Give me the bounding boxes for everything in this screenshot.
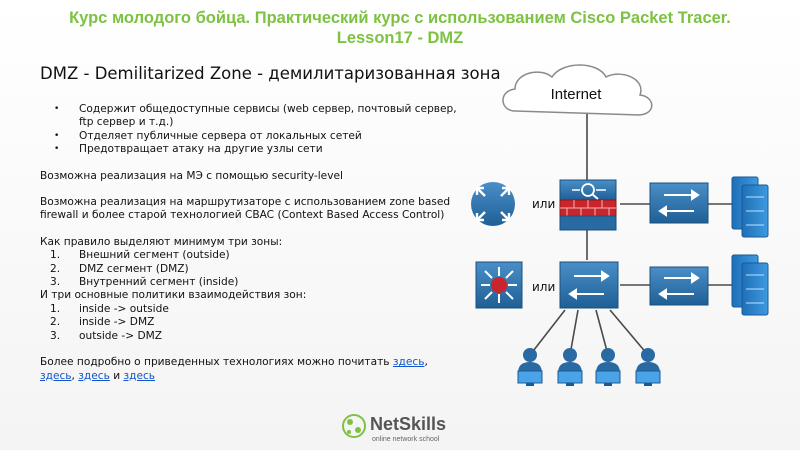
bullet-item: Предотвращает атаку на другие узлы сети <box>40 143 460 157</box>
item-number: 3. <box>50 329 61 342</box>
separator: , <box>424 356 428 369</box>
user-pc-icon <box>635 348 661 386</box>
policies-intro: И три основные политики взаимодействия з… <box>40 289 307 302</box>
slide-body: Содержит общедоступные сервисы (web серв… <box>40 103 460 383</box>
dmz-switch-icon <box>649 266 709 306</box>
section-heading: DMZ - Demilitarized Zone - демилитаризов… <box>40 64 501 83</box>
zone-item: 2. DMZ сегмент (DMZ) <box>40 263 460 276</box>
item-number: 2. <box>50 316 61 329</box>
policy-item: 3. outside -> DMZ <box>40 330 460 343</box>
bullet-item: Отделяет публичные сервера от локальных … <box>40 130 460 144</box>
paragraph-zone-firewall: Возможна реализация на маршрутизаторе с … <box>40 196 451 222</box>
item-number: 2. <box>50 262 61 275</box>
item-text: Внутренний сегмент (inside) <box>79 276 239 289</box>
switch-icon <box>649 182 709 224</box>
link-here-2[interactable]: здесь <box>40 369 72 382</box>
or-label-2: или <box>532 280 555 294</box>
item-text: inside -> DMZ <box>79 316 155 329</box>
netskills-logo: NetSkills online network school <box>342 414 446 443</box>
paragraph-security-level: Возможна реализация на МЭ с помощью secu… <box>40 169 343 182</box>
link-here-3[interactable]: здесь <box>78 369 110 382</box>
logo-mark-icon <box>342 414 366 438</box>
network-diagram: Internet или <box>471 64 769 386</box>
item-text: DMZ сегмент (DMZ) <box>79 262 189 275</box>
policy-item: 2. inside -> DMZ <box>40 316 460 329</box>
multilayer-switch-icon <box>475 261 523 309</box>
item-number: 1. <box>50 249 61 262</box>
logo-name: NetSkills <box>370 414 446 434</box>
user-pc-icon <box>517 348 543 386</box>
title-line-2: Lesson17 - DMZ <box>336 29 464 47</box>
internet-label: Internet <box>551 86 603 103</box>
user-pc-icon <box>557 348 583 386</box>
separator: , <box>71 369 75 382</box>
item-number: 1. <box>50 302 61 315</box>
policy-item: 1. inside -> outside <box>40 303 460 316</box>
bullet-item: Содержит общедоступные сервисы (web серв… <box>40 103 460 130</box>
dmz-server-icon <box>731 254 769 316</box>
item-text: inside -> outside <box>79 302 169 315</box>
link-here-1[interactable]: здесь <box>392 356 425 369</box>
zone-item: 1. Внешний сегмент (outside) <box>40 249 460 262</box>
item-text: Внешний сегмент (outside) <box>79 249 230 262</box>
logo-tagline: online network school <box>372 436 440 443</box>
server-icon <box>731 176 769 238</box>
more-info-paragraph: Более подробно о приведенных технологиях… <box>40 356 460 383</box>
router-icon <box>471 182 515 226</box>
link-here-4[interactable]: здесь <box>123 369 156 382</box>
firewall-icon <box>559 179 617 231</box>
network-links <box>529 110 732 356</box>
zone-item: 3. Внутренний сегмент (inside) <box>40 276 460 289</box>
user-workstations <box>517 348 661 386</box>
or-label-1: или <box>532 197 555 211</box>
item-number: 3. <box>50 276 61 289</box>
zones-intro: Как правило выделяют минимум три зоны: <box>40 235 283 248</box>
item-text: outside -> DMZ <box>79 329 163 342</box>
core-switch-icon <box>559 261 619 309</box>
internet-cloud: Internet <box>502 64 653 116</box>
slide-title: Курс молодого бойца. Практический курс с… <box>0 8 800 48</box>
feature-list: Содержит общедоступные сервисы (web серв… <box>40 103 460 157</box>
separator: и <box>113 369 121 382</box>
title-line-1: Курс молодого бойца. Практический курс с… <box>69 9 731 27</box>
user-pc-icon <box>595 348 621 386</box>
more-info-text: Более подробно о приведенных технологиях… <box>40 356 390 369</box>
